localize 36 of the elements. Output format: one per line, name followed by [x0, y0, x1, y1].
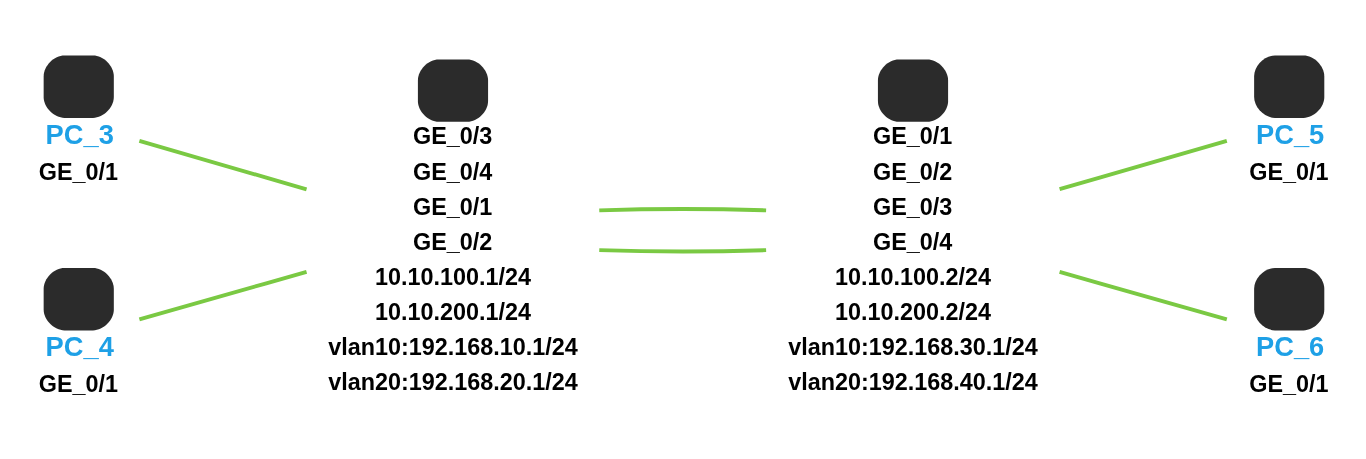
node-label: GE_0/1 [873, 122, 953, 149]
node-label: vlan20:192.168.40.1/24 [788, 368, 1038, 395]
node-label: GE_0/1 [1249, 158, 1329, 185]
node-label: GE_0/3 [873, 193, 953, 220]
node-box [877, 58, 949, 122]
node-box [1254, 55, 1325, 118]
node-box [43, 267, 114, 330]
connector [138, 138, 308, 191]
node-label: 10.10.100.1/24 [375, 263, 531, 290]
node-label: GE_0/3 [413, 122, 493, 149]
node-label: GE_0/4 [873, 228, 953, 255]
connector [599, 247, 767, 253]
connector [138, 269, 308, 321]
connector [1059, 138, 1228, 191]
node-label: GE_0/2 [413, 228, 493, 255]
node-box [417, 58, 489, 122]
connector [599, 206, 767, 212]
node-label: GE_0/2 [873, 158, 953, 185]
node-label: GE_0/1 [38, 370, 119, 397]
node-box [1254, 267, 1325, 330]
node-label: PC_6 [1256, 330, 1325, 362]
node-label: GE_0/1 [413, 193, 493, 220]
node-label: GE_0/4 [413, 158, 493, 185]
node-label: 10.10.200.2/24 [835, 298, 992, 325]
node-box [43, 55, 114, 118]
connector [1059, 269, 1228, 321]
node-label: PC_3 [45, 118, 114, 150]
node-label: 10.10.100.2/24 [835, 263, 992, 290]
node-label: vlan10:192.168.30.1/24 [788, 333, 1038, 360]
node-label: GE_0/1 [1249, 370, 1329, 397]
node-label: 10.10.200.1/24 [375, 298, 531, 325]
node-label: PC_4 [45, 330, 114, 362]
node-label: GE_0/1 [38, 158, 119, 185]
node-label: vlan10:192.168.10.1/24 [328, 333, 578, 360]
node-label: PC_5 [1256, 118, 1325, 150]
node-label: vlan20:192.168.20.1/24 [328, 368, 578, 395]
